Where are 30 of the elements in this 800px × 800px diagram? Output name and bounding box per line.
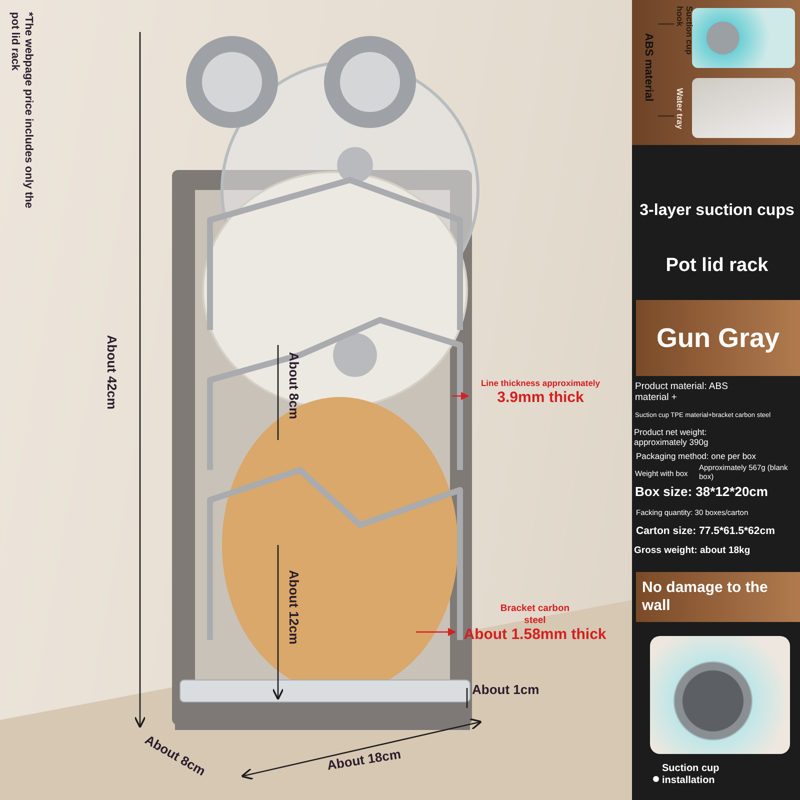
callout-label: Suction cup hook	[674, 6, 694, 57]
dimension-label: About 42cm	[104, 335, 120, 412]
spec-text: Suction cup installation	[662, 763, 720, 787]
leader-line	[658, 115, 674, 117]
spec-text: Packaging method: one per box	[636, 451, 758, 462]
banner-heading: Gun Gray	[656, 322, 780, 354]
callout-value: About 1.58mm thick	[464, 626, 606, 643]
spec-text: Product net weight: approximately 390g	[634, 427, 710, 448]
spec-text: Gross weight: about 18kg	[634, 545, 752, 556]
banner-heading: No damage to the wall	[642, 579, 769, 615]
callout-label: Water tray	[674, 88, 684, 130]
heading-banner	[636, 300, 800, 376]
spec-text: Carton size: 77.5*61.5*62cm	[636, 525, 776, 538]
dimension-label: About 18cm	[326, 746, 402, 773]
callout-note: Line thickness approximately	[480, 378, 600, 389]
spec-text: Box size: 38*12*20cm	[635, 484, 769, 500]
arrow	[452, 392, 470, 400]
arrow	[416, 628, 456, 636]
heading-banner	[636, 572, 800, 622]
feature-heading: 3-layer suction cups	[638, 201, 796, 220]
dimension-label: About 8cm	[286, 352, 302, 422]
dimension-label: About 12cm	[286, 570, 302, 646]
spec-text: Product material: ABS material +	[635, 381, 729, 404]
note-text: *The webpage price includes only the pot lid rack	[8, 12, 34, 210]
feature-heading: Pot lid rack	[664, 255, 770, 278]
leader-line	[658, 23, 674, 25]
callout-label: ABS material	[642, 32, 655, 102]
callout-note: Bracket carbon steel	[499, 603, 571, 626]
dimension-label: About 1cm	[472, 682, 540, 697]
callout-value: 3.9mm thick	[497, 388, 584, 406]
